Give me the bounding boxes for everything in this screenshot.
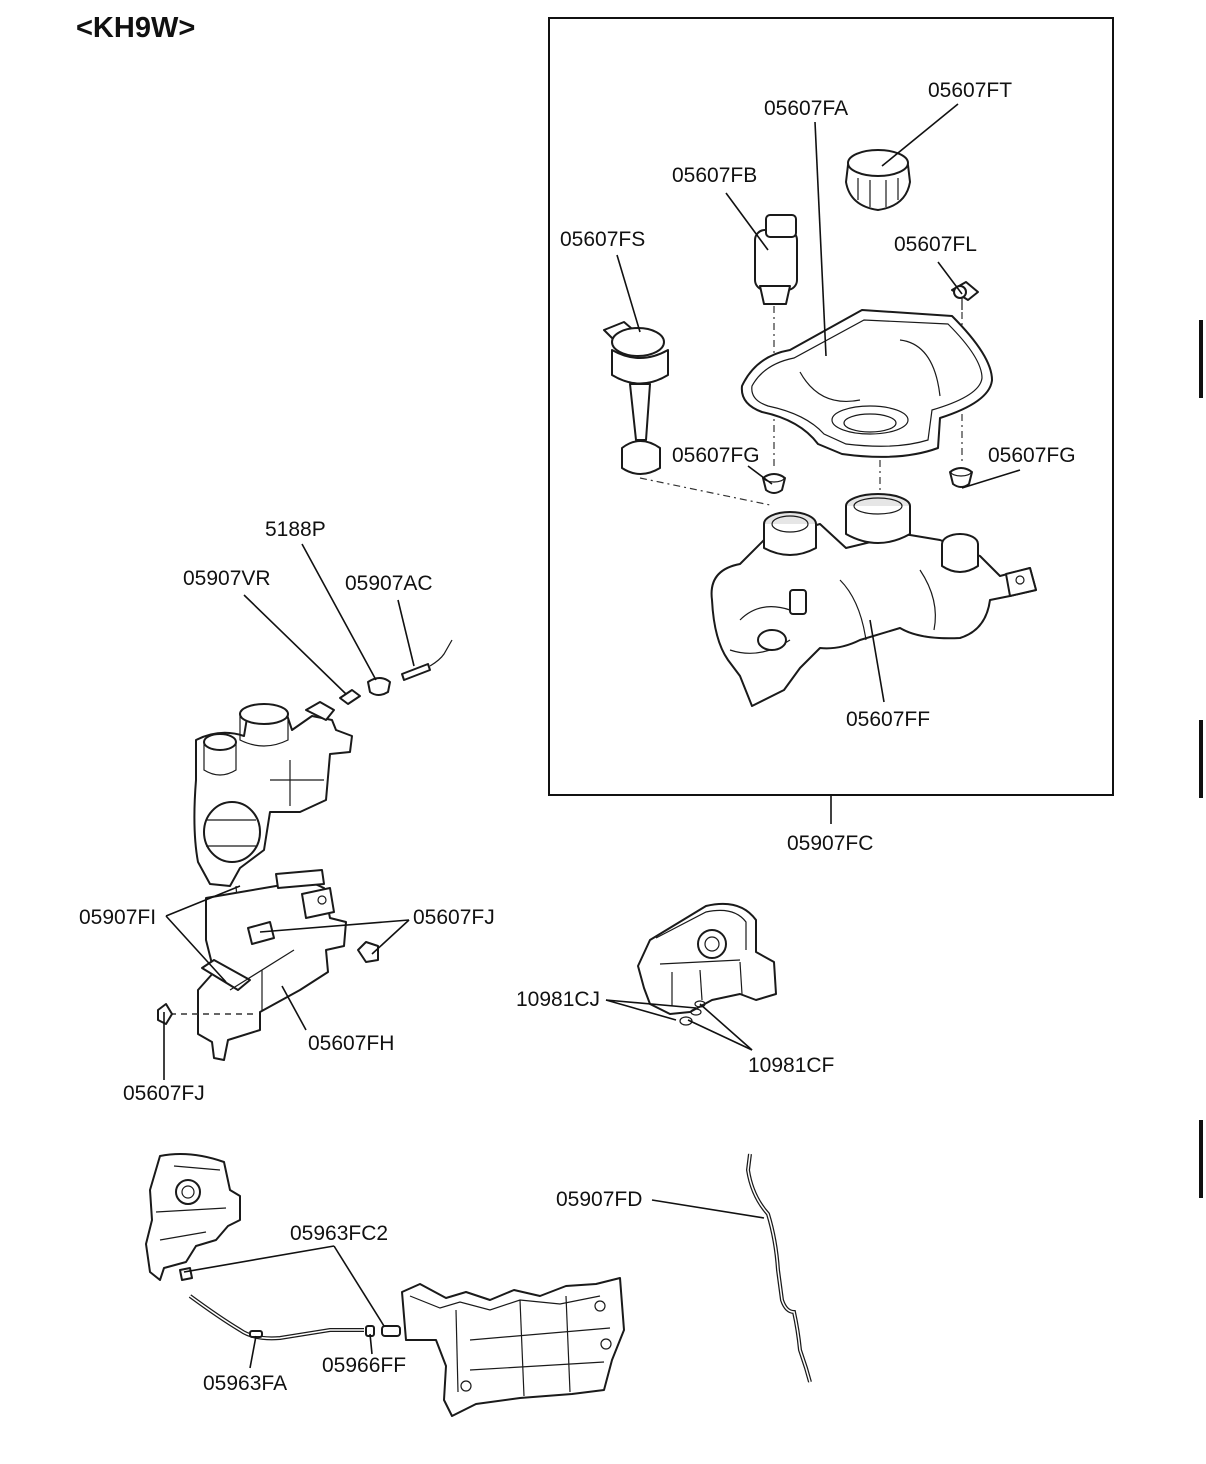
label-05963FA: 05963FA xyxy=(203,1372,287,1395)
label-05607FS: 05607FS xyxy=(560,228,645,251)
label-05607FG-left: 05607FG xyxy=(672,444,760,467)
label-05966FF: 05966FF xyxy=(322,1354,406,1377)
label-05607FA: 05607FA xyxy=(764,97,848,120)
hose-connector-part xyxy=(951,281,979,465)
vacuum-hose-part xyxy=(188,1294,364,1341)
label-10981CF: 10981CF xyxy=(748,1054,834,1077)
reservoir-bracket-part xyxy=(170,869,347,1061)
label-05907FI: 05907FI xyxy=(79,906,156,929)
label-5188P: 5188P xyxy=(265,518,326,541)
label-05907FD: 05907FD xyxy=(556,1188,642,1211)
grommet-left-part xyxy=(762,473,786,494)
clip-05607FJ-upper xyxy=(357,941,379,963)
label-05907FC: 05907FC xyxy=(787,832,873,855)
label-05607FJ-lower: 05607FJ xyxy=(123,1082,205,1105)
label-05607FG-right: 05607FG xyxy=(988,444,1076,467)
lower-module-part xyxy=(145,1153,241,1281)
label-05907AC: 05907AC xyxy=(345,572,433,595)
label-10981CJ: 10981CJ xyxy=(516,988,600,1011)
level-sensor-part xyxy=(603,321,771,506)
label-05907VR: 05907VR xyxy=(183,567,271,590)
label-05963FC2: 05963FC2 xyxy=(290,1222,388,1245)
label-05607FH: 05607FH xyxy=(308,1032,394,1055)
hose-fittings-group xyxy=(339,639,453,705)
label-05607FB: 05607FB xyxy=(672,164,757,187)
reservoir-seal-part xyxy=(740,309,993,500)
intake-manifold-part xyxy=(401,1277,625,1417)
washer-pipe-part xyxy=(745,1153,812,1383)
module-housing-part xyxy=(637,902,777,1026)
reservoir-installed-assembly xyxy=(193,701,353,913)
label-05607FL: 05607FL xyxy=(894,233,977,256)
grommet-right-part xyxy=(949,467,973,488)
diagram-title: <KH9W> xyxy=(76,12,195,44)
washer-pump-part xyxy=(754,214,798,470)
reservoir-cap-part xyxy=(845,149,911,211)
washer-reservoir-part xyxy=(710,493,1037,707)
leader-lines xyxy=(163,103,1021,1369)
clip-05607FJ-lower xyxy=(157,1003,173,1025)
label-05607FJ-upper: 05607FJ xyxy=(413,906,495,929)
label-05607FT: 05607FT xyxy=(928,79,1012,102)
label-05607FF: 05607FF xyxy=(846,708,930,731)
hose-fitting-05966FF xyxy=(365,1325,401,1337)
